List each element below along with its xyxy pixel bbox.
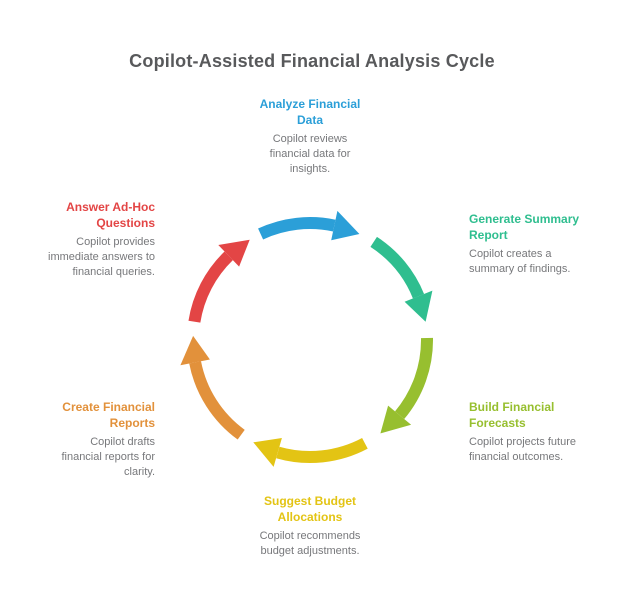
cycle-arrowhead (404, 290, 433, 322)
cycle-step-build-financial-forecasts: Build Financial Forecasts Copilot projec… (469, 399, 614, 465)
cycle-step-generate-summary-report: Generate Summary Report Copilot creates … (469, 211, 614, 277)
step-title: Answer Ad-Hoc Questions (66, 200, 155, 230)
step-title: Suggest Budget Allocations (264, 494, 356, 524)
step-description: Copilot projects future financial outcom… (469, 436, 576, 463)
cycle-arrowhead (218, 239, 250, 267)
step-description: Copilot reviews financial data for insig… (269, 133, 351, 175)
step-description: Copilot provides immediate answers to fi… (48, 236, 155, 278)
cycle-arrow-arc (188, 251, 233, 323)
step-description: Copilot recommends budget adjustments. (259, 530, 361, 557)
cycle-arrow-arc (394, 337, 434, 420)
cycle-step-suggest-budget-allocations: Suggest Budget Allocations Copilot recom… (225, 493, 395, 559)
cycle-step-answer-ad-hoc-questions: Answer Ad-Hoc Questions Copilot provides… (15, 199, 155, 280)
cycle-arrow-arc (189, 361, 245, 440)
cycle-arrow-arc (370, 236, 425, 299)
step-description: Copilot drafts financial reports for cla… (61, 436, 155, 478)
cycle-step-analyze-financial-data: Analyze Financial Data Copilot reviews f… (230, 96, 390, 177)
cycle-arrow-arc (276, 437, 368, 463)
cycle-arrowhead (253, 438, 282, 467)
step-title: Create Financial Reports (62, 400, 155, 430)
cycle-arrowhead (380, 405, 412, 434)
step-title: Generate Summary Report (469, 212, 580, 242)
step-description: Copilot creates a summary of findings. (469, 248, 571, 275)
cycle-arrow-arc (258, 217, 336, 240)
step-title: Build Financial Forecasts (469, 400, 555, 430)
cycle-step-create-financial-reports: Create Financial Reports Copilot drafts … (15, 399, 155, 480)
cycle-arrowhead (180, 335, 210, 366)
step-title: Analyze Financial Data (259, 97, 361, 127)
cycle-arrowhead (331, 210, 360, 241)
page-title: Copilot-Assisted Financial Analysis Cycl… (129, 51, 495, 71)
